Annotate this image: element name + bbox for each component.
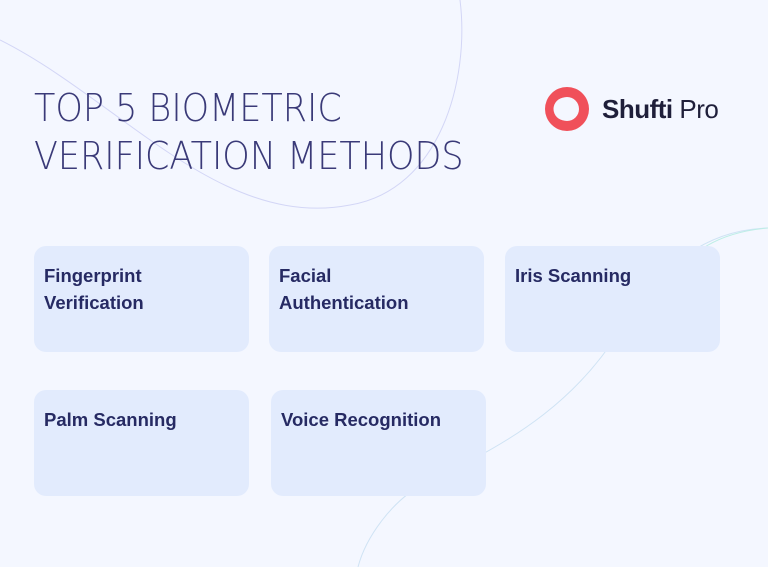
shufti-pro-ring-icon [545,87,589,131]
shufti-pro-logo: Shufti Pro [540,84,719,134]
method-label: Iris Scanning [515,265,632,286]
method-label: Facial Authentication [279,265,409,313]
method-label: Voice Recognition [281,409,442,430]
method-card-voice: Voice Recognition [271,390,486,496]
logo-brand-light: Pro [679,93,719,124]
method-label: Fingerprint Verification [44,265,144,313]
method-card-iris: Iris Scanning [505,246,720,352]
title-line-1: TOP 5 BIOMETRIC [34,86,342,130]
page-title: TOP 5 BIOMETRIC VERIFICATION METHODS [34,84,464,180]
method-card-facial: Facial Authentication [269,246,484,352]
title-line-2: VERIFICATION METHODS [34,134,464,178]
method-card-fingerprint: Fingerprint Verification [34,246,249,352]
method-label: Palm Scanning [44,409,177,430]
logo-brand-bold: Shufti [602,93,673,124]
method-card-palm: Palm Scanning [34,390,249,496]
logo-wordmark: Shufti Pro [602,93,719,125]
